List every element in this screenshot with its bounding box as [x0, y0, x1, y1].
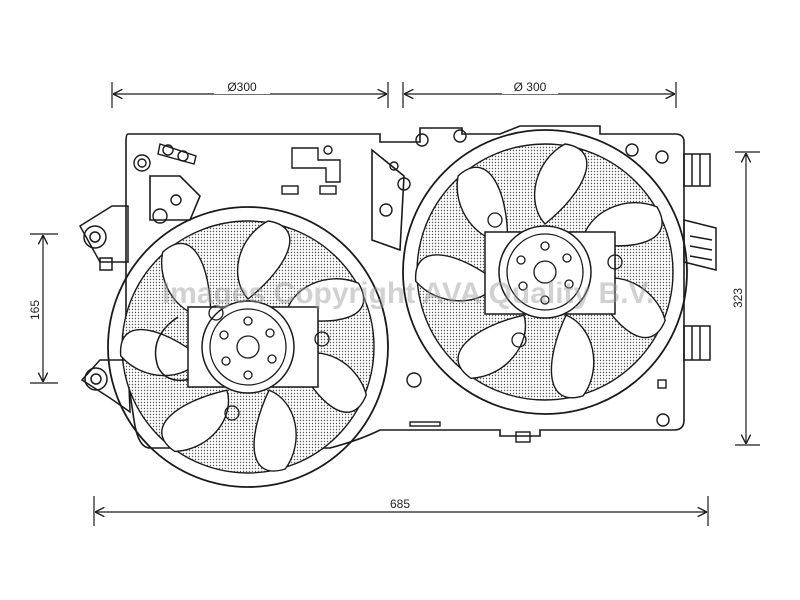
shroud-details — [133, 129, 670, 443]
dim-left-height: 165 — [28, 300, 42, 320]
left-fan-icon — [107, 206, 389, 488]
connector-plug-icon — [683, 153, 717, 361]
watermark-text: Images Copyright AVA Quality B.V. — [162, 277, 654, 310]
dim-total-width: 685 — [390, 497, 410, 511]
dim-left-fan-diameter: Ø300 — [227, 80, 257, 94]
motor-hub-icon — [487, 212, 623, 348]
dim-total-height: 323 — [731, 288, 745, 308]
right-fan-icon — [402, 129, 688, 415]
dim-right-fan-diameter: Ø 300 — [514, 80, 547, 94]
motor-hub-icon — [208, 305, 330, 421]
mounting-bracket-icon — [78, 205, 131, 414]
